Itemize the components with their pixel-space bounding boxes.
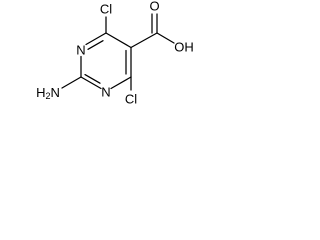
bond-c4-c5 bbox=[105, 32, 132, 49]
bond-n1-c2-inner bbox=[84, 73, 101, 84]
atom-label-oh: OH bbox=[174, 40, 194, 55]
atom-label-n-upper: N bbox=[76, 43, 85, 58]
bond-c6-n1 bbox=[110, 76, 132, 90]
atom-label-n-lower: N bbox=[101, 85, 110, 100]
bond-n3-c4 bbox=[85, 32, 107, 46]
bond-n3-c4-inner bbox=[87, 40, 104, 50]
atom-label-nh2: H2N bbox=[36, 85, 60, 102]
bond-c5-cooh bbox=[130, 32, 158, 49]
atom-label-o-carbonyl: O bbox=[149, 0, 159, 14]
bond-c-oh bbox=[156, 32, 175, 44]
atom-label-cl-top: Cl bbox=[100, 2, 112, 17]
bond-n1-c2 bbox=[80, 76, 102, 90]
atom-label-cl-bottom: Cl bbox=[125, 92, 137, 107]
molecule-structure-diagram: Cl Cl N N H2N OH O bbox=[36, 0, 194, 107]
bond-c2-nh2 bbox=[61, 76, 82, 89]
